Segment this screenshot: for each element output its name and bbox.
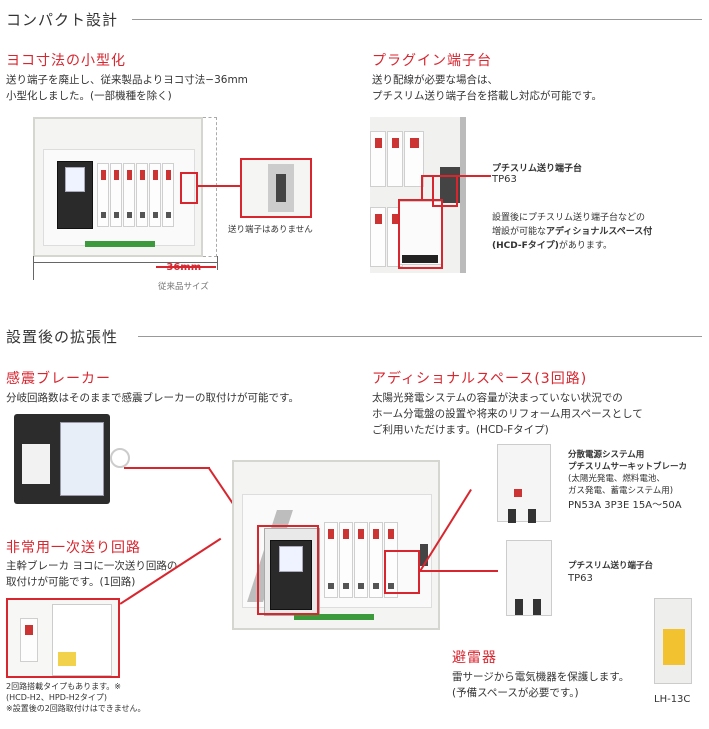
no-feed-terminal-note: 送り端子はありません: [228, 225, 313, 235]
product1-code: PN53A 3P3E 15A〜50A: [568, 500, 682, 511]
callout-connector: [198, 185, 240, 187]
heading-plugin-terminal: プラグイン端子台: [372, 53, 492, 69]
seismic-emergency-highlight: [257, 525, 319, 615]
additional-desc-line1: 太陽光発電システムの容量が決まっていない状況での: [372, 392, 623, 404]
dimension-line: [33, 262, 217, 263]
seismic-breaker-image: [14, 414, 130, 504]
dimension-tick-left: [33, 256, 34, 280]
heading-additional-space: アディショナルスペース(3回路): [372, 371, 588, 387]
product2-code: TP63: [568, 573, 593, 584]
no-feed-terminal-callout: [240, 158, 312, 218]
plugin-note-line3: (HCD-Fタイプ)があります。: [492, 240, 612, 252]
compact-desc-line1: 送り端子を廃止し、従来製品よりヨコ寸法−36mm: [6, 74, 248, 86]
plugin-callout-line: [421, 175, 491, 177]
heading-width-reduction: ヨコ寸法の小型化: [6, 53, 126, 69]
emergency-desc-line2: 取付けが可能です。(1回路): [6, 576, 136, 588]
plugin-callout-line-vertical: [421, 175, 423, 199]
plugin-product-name: プチスリム送り端子台: [492, 164, 583, 174]
plugin-panel-image: [370, 117, 466, 273]
circuit-breaker-image: [497, 444, 551, 523]
emergency-note-line2: (HCD-H2、HPD-H2タイプ): [6, 693, 107, 702]
product1-line2: プチスリムサーキットブレーカ: [568, 462, 688, 472]
plugin-note-line1: 設置後にプチスリム送り端子台などの: [492, 213, 646, 223]
plugin-desc-line2: プチスリム送り端子台を搭載し対応が可能です。: [372, 90, 602, 102]
plugin-product-code: TP63: [492, 174, 517, 185]
conventional-size-outline: [203, 117, 217, 257]
emergency-feed-callout: [6, 598, 120, 678]
feed-terminal-highlight: [180, 172, 198, 204]
conventional-size-label: 従来品サイズ: [158, 282, 209, 292]
emergency-desc-line1: 主幹ブレーカ ヨコに一次送り回路の: [6, 560, 178, 572]
plugin-note-line2: 増設が可能なアディショナルスペース付: [492, 226, 652, 238]
plugin-note-suffix: があります。: [558, 241, 612, 251]
product1-line1: 分散電源システム用: [568, 450, 645, 460]
plugin-desc-line1: 送り配線が必要な場合は、: [372, 74, 498, 86]
additional-desc-line3: ご利用いただけます。(HCD-Fタイプ): [372, 424, 549, 436]
compact-desc-line2: 小型化しました。(一部機種を除く): [6, 90, 172, 102]
emergency-note-line1: 2回路搭載タイプもあります。※: [6, 682, 121, 691]
main-panel-image: [232, 460, 440, 630]
reduction-arrow: [156, 266, 216, 268]
surge-desc-line1: 雷サージから電気機器を保護します。: [452, 671, 630, 683]
additional-space-highlight: [398, 199, 443, 269]
emergency-note-line3: ※設置後の2回路取付けはできません。: [6, 704, 146, 713]
seismic-desc: 分岐回路数はそのままで感震ブレーカーの取付けが可能です。: [6, 392, 299, 404]
product1-line4: ガス発電、蓄電システム用): [568, 486, 674, 496]
seismic-callout-line: [124, 467, 210, 469]
product1-line3: (太陽光発電、燃料電池、: [568, 474, 665, 484]
section-title-compact: コンパクト設計: [6, 11, 119, 29]
section-divider-2: [138, 336, 702, 337]
section-divider: [132, 19, 702, 20]
heading-surge-arrester: 避雷器: [452, 650, 497, 666]
heading-seismic-breaker: 感震ブレーカー: [6, 371, 111, 387]
surge-arrester-image: [654, 598, 692, 684]
additional-desc-line2: ホーム分電盤の設置や将来のリフォーム用スペースとして: [372, 408, 643, 420]
heading-emergency-feed: 非常用一次送り回路: [6, 540, 141, 556]
surge-product-code: LH-13C: [654, 694, 691, 705]
plugin-note-prefix: 増設が可能な: [492, 227, 547, 237]
dimension-tick-right: [217, 256, 218, 270]
product2-name: プチスリム送り端子台: [568, 561, 654, 571]
plugin-note-bold: アディショナルスペース付: [546, 227, 653, 237]
feed-terminal-image: [506, 540, 552, 616]
plugin-note-type: (HCD-Fタイプ): [492, 241, 559, 251]
surge-desc-line2: (予備スペースが必要です。): [452, 687, 579, 699]
additional-space-panel-highlight: [384, 550, 420, 594]
additional-callout-line-right: [420, 570, 498, 572]
section-title-expandability: 設置後の拡張性: [6, 328, 119, 346]
compact-panel-image: [33, 117, 203, 257]
dimension-value: −36mm: [158, 262, 202, 273]
